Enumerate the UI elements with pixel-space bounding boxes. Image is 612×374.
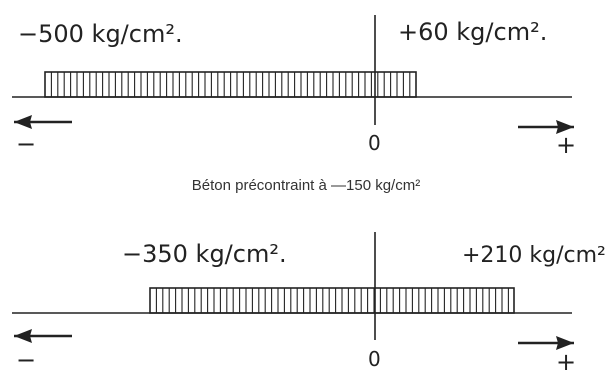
bottom-right-arrow [518, 336, 574, 350]
bottom-right-stress-label: +210 kg/cm² [462, 243, 606, 268]
bottom-origin-label: 0 [368, 347, 381, 371]
top-diagram: −500 kg/cm². +60 kg/cm². − 0 + [12, 15, 576, 159]
caption: Béton précontraint à —150 kg/cm² [192, 177, 420, 194]
top-plus-sign: + [556, 131, 576, 159]
top-left-stress-label: −500 kg/cm². [18, 20, 183, 48]
top-left-arrow [14, 115, 72, 129]
top-right-stress-label: +60 kg/cm². [398, 18, 547, 46]
top-right-arrow [518, 120, 574, 134]
bottom-plus-sign: + [556, 348, 576, 374]
bottom-diagram: −350 kg/cm². +210 kg/cm² − 0 + [12, 232, 606, 374]
bottom-minus-sign: − [16, 346, 36, 374]
top-origin-label: 0 [368, 131, 381, 155]
top-stress-block [44, 71, 417, 98]
top-minus-sign: − [16, 130, 36, 158]
bottom-stress-block [149, 287, 515, 314]
bottom-left-arrow [14, 329, 72, 343]
bottom-left-stress-label: −350 kg/cm². [122, 240, 287, 268]
